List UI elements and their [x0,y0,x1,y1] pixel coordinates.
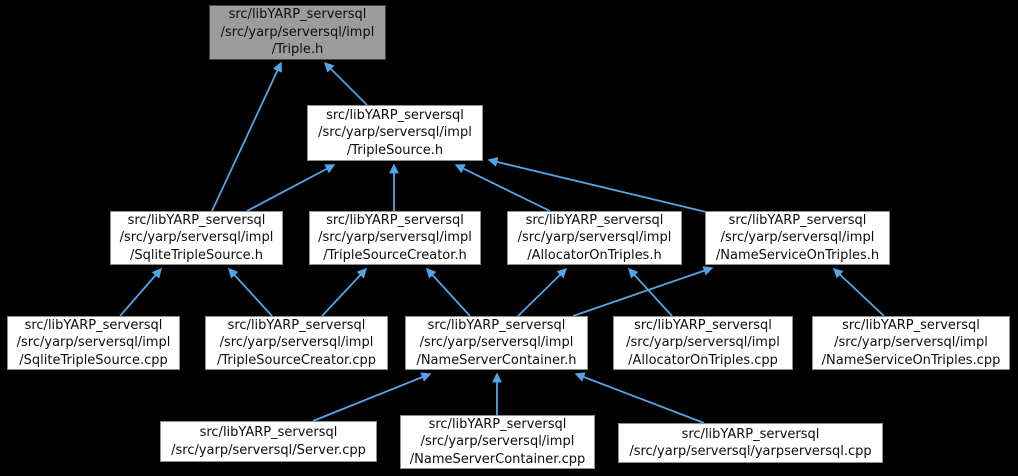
node-nameservercontainer-cpp[interactable]: src/libYARP_serversql /src/yarp/serversq… [400,415,595,469]
edge-nameservercontainer-h-to-allocatorontriples-h [517,267,568,317]
node-nameserviceontriples-h[interactable]: src/libYARP_serversql /src/yarp/serversq… [705,211,890,265]
edge-allocatorontriples-h-to-triplesource-h [454,164,551,212]
edge-server-cpp-to-nameservercontainer-h [312,372,432,422]
edge-nameserviceontriples-h-to-triplesource-h [487,157,707,213]
node-nameserviceontriples-h-label: src/libYARP_serversql /src/yarp/serversq… [715,212,880,263]
node-sqlitetriplesource-cpp-label: src/libYARP_serversql /src/yarp/serversq… [16,317,171,368]
edge-sqlitetriplesource-h-to-triple-h [211,61,282,212]
node-triplesourcecreator-h[interactable]: src/libYARP_serversql /src/yarp/serversq… [309,211,481,265]
edge-nameserviceontriples-cpp-to-nameserviceontriples-h [832,267,885,317]
node-nameservercontainer-h[interactable]: src/libYARP_serversql /src/yarp/serversq… [405,316,588,370]
node-triple-h-label: src/libYARP_serversql /src/yarp/serversq… [220,7,375,58]
edge-nameservercontainer-h-to-triplesourcecreator-h [425,267,471,317]
node-sqlitetriplesource-h[interactable]: src/libYARP_serversql /src/yarp/serversq… [110,211,283,265]
node-allocatorontriples-cpp[interactable]: src/libYARP_serversql /src/yarp/serversq… [613,316,793,370]
node-server-cpp-label: src/libYARP_serversql /src/yarp/serversq… [171,425,366,458]
edge-nameservercontainer-h-to-nameserviceontriples-h [572,266,714,317]
node-nameservercontainer-h-label: src/libYARP_serversql /src/yarp/serversq… [416,317,577,368]
edge-sqlitetriplesource-cpp-to-sqlitetriplesource-h [119,267,162,317]
edge-triplesourcecreator-cpp-to-triplesourcecreator-h [321,267,368,317]
node-yarpserversql-cpp[interactable]: src/libYARP_serversql /src/yarp/serversq… [618,423,883,463]
node-sqlitetriplesource-cpp[interactable]: src/libYARP_serversql /src/yarp/serversq… [7,316,180,370]
node-nameservercontainer-cpp-label: src/libYARP_serversql /src/yarp/serversq… [409,416,586,467]
edge-yarpserversql-cpp-to-nameservercontainer-h [574,372,705,424]
node-server-cpp[interactable]: src/libYARP_serversql /src/yarp/serversq… [160,421,377,462]
node-triplesource-h[interactable]: src/libYARP_serversql /src/yarp/serversq… [307,105,483,161]
node-allocatorontriples-h[interactable]: src/libYARP_serversql /src/yarp/serversq… [507,211,682,265]
node-nameserviceontriples-cpp-label: src/libYARP_serversql /src/yarp/serversq… [821,317,1001,368]
node-triplesourcecreator-cpp-label: src/libYARP_serversql /src/yarp/serversq… [217,317,376,368]
node-allocatorontriples-h-label: src/libYARP_serversql /src/yarp/serversq… [517,212,672,263]
node-triplesourcecreator-cpp[interactable]: src/libYARP_serversql /src/yarp/serversq… [205,316,388,370]
node-triplesource-h-label: src/libYARP_serversql /src/yarp/serversq… [318,107,472,158]
node-yarpserversql-cpp-label: src/libYARP_serversql /src/yarp/serversq… [629,426,872,460]
edge-triplesourcecreator-cpp-to-sqlitetriplesource-h [227,267,273,317]
node-nameserviceontriples-cpp[interactable]: src/libYARP_serversql /src/yarp/serversq… [812,316,1010,370]
edge-sqlitetriplesource-h-to-triplesource-h [246,164,336,212]
edge-triplesource-h-to-triple-h [323,61,368,106]
edge-allocatorontriples-cpp-to-allocatorontriples-h [627,267,673,317]
node-triple-h[interactable]: src/libYARP_serversql /src/yarp/serversq… [209,5,386,60]
node-triplesourcecreator-h-label: src/libYARP_serversql /src/yarp/serversq… [318,212,472,263]
node-allocatorontriples-cpp-label: src/libYARP_serversql /src/yarp/serversq… [626,317,780,368]
node-sqlitetriplesource-h-label: src/libYARP_serversql /src/yarp/serversq… [119,212,274,263]
